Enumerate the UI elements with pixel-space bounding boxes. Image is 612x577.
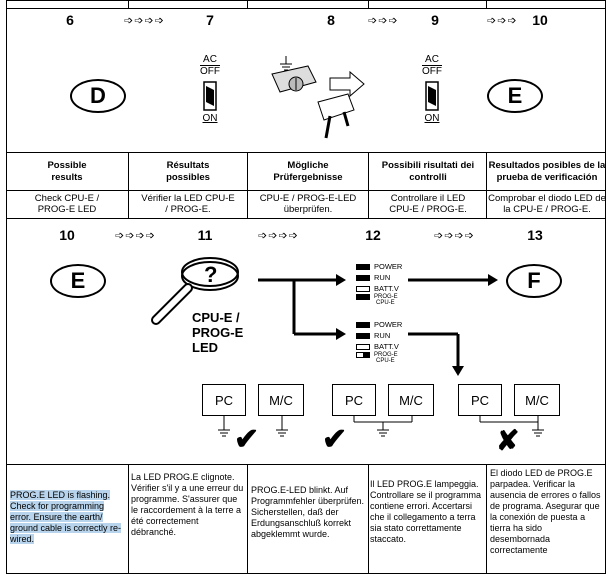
step-arrows: ➩➩➩ — [368, 15, 399, 27]
step-number: 12 — [365, 227, 381, 243]
result-text-de: PROG.E-LED blinkt. Auf Programmfehler üb… — [251, 485, 365, 539]
column-header: Resultados posibles de la prueba de veri… — [488, 159, 606, 183]
result-text-fr: La LED PROG.E clignote. Vérifier s'il y … — [131, 472, 244, 537]
column-header: Mögliche Prüfergebnisse — [273, 159, 343, 183]
check-mark-icon: ✔ — [322, 423, 348, 456]
check-cell: Vérifier la LED CPU-E / PROG-E. — [141, 193, 235, 215]
led-batt: BATT.V — [356, 342, 399, 351]
divider — [486, 152, 487, 218]
switch-off-label: OFF — [200, 66, 220, 77]
divider — [6, 218, 606, 219]
led-prog: PROG-E — [356, 352, 398, 358]
power-switch-icon — [203, 81, 217, 111]
step-number: 6 — [66, 12, 74, 28]
power-switch-icon — [425, 81, 439, 111]
step-arrows: ➩➩➩➩ — [434, 230, 475, 242]
divider — [128, 0, 129, 8]
switch-ac-label: AC — [203, 54, 217, 65]
divider — [128, 152, 129, 218]
arrow-to-f — [410, 274, 498, 286]
divider — [368, 152, 369, 218]
result-text-en: PROG.E LED is flashing. Check for progra… — [10, 490, 122, 544]
check-cell: CPU-E / PROG-E-LED überprüfen. — [259, 193, 357, 215]
mc-box: M/C — [514, 384, 560, 416]
led-power: POWER — [356, 320, 402, 329]
led-cpu: CPU-E — [376, 358, 395, 364]
divider — [6, 464, 606, 465]
pc-box: PC — [202, 384, 246, 416]
divider — [247, 464, 248, 574]
divider — [486, 0, 487, 8]
led-cpu: CPU-E — [376, 300, 395, 306]
step-oval-f: F — [506, 264, 562, 298]
pc-box: PC — [458, 384, 502, 416]
mc-box: M/C — [388, 384, 434, 416]
switch-on-label: ON — [202, 113, 218, 124]
step-number: 9 — [431, 12, 439, 28]
column-header: Résultats possibles — [166, 159, 210, 183]
ground-symbols — [218, 416, 288, 437]
switch-on-label: ON — [424, 113, 440, 124]
mc-box: M/C — [258, 384, 304, 416]
column-header: Possibili risultati dei controlli — [381, 159, 475, 183]
cpu-prog-led-label: CPU-E / PROG-E LED — [192, 310, 244, 355]
pc-box: PC — [332, 384, 376, 416]
led-run: RUN — [356, 331, 390, 340]
step-number: 10 — [59, 227, 75, 243]
result-text-it: Il LED PROG.E lampeggia. Controllare se … — [370, 479, 482, 544]
led-run: RUN — [356, 273, 390, 282]
cross-mark-icon: ✘ — [496, 425, 520, 456]
divider — [6, 190, 606, 191]
step-oval-e: E — [487, 79, 543, 113]
divider — [128, 464, 129, 574]
step-oval-e: E — [50, 264, 106, 298]
divider — [486, 464, 487, 574]
ground-symbols — [479, 416, 544, 437]
led-prog: PROG-E — [356, 294, 398, 300]
step-arrows: ➩➩➩➩ — [115, 230, 156, 242]
svg-text:?: ? — [204, 262, 217, 287]
step-number: 10 — [532, 12, 548, 28]
step-arrows: ➩➩➩ — [487, 15, 518, 27]
step-number: 7 — [206, 12, 214, 28]
led-power: POWER — [356, 262, 402, 271]
divider — [6, 8, 606, 9]
magnifier-question-icon: ? — [151, 257, 239, 325]
check-cell: Controllare il LED CPU-E / PROG-E. — [389, 193, 467, 215]
page-frame — [6, 0, 606, 574]
divider — [6, 152, 606, 153]
step-oval-d: D — [70, 79, 126, 113]
step-arrows: ➩➩➩➩ — [124, 15, 165, 27]
ground-disconnect-icon — [271, 56, 365, 139]
check-mark-icon: ✔ — [234, 423, 260, 456]
ground-symbols — [353, 416, 413, 437]
check-cell: Check CPU-E / PROG-E LED — [34, 193, 100, 215]
switch-off-label: OFF — [422, 66, 442, 77]
step-arrows: ➩➩➩➩ — [258, 230, 299, 242]
check-cell: Comprobar el diodo LED de la CPU-E / PRO… — [488, 193, 606, 215]
switch-ac-label: AC — [425, 54, 439, 65]
divider — [368, 0, 369, 8]
led-batt: BATT.V — [356, 284, 399, 293]
divider — [247, 0, 248, 8]
result-text-es: El diodo LED de PROG.E parpadea. Verific… — [490, 468, 601, 555]
divider — [247, 152, 248, 218]
column-header: Possible results — [47, 159, 87, 183]
step-number: 11 — [197, 227, 213, 243]
step-number: 8 — [327, 12, 335, 28]
divider — [368, 464, 369, 574]
step-number: 13 — [527, 227, 543, 243]
